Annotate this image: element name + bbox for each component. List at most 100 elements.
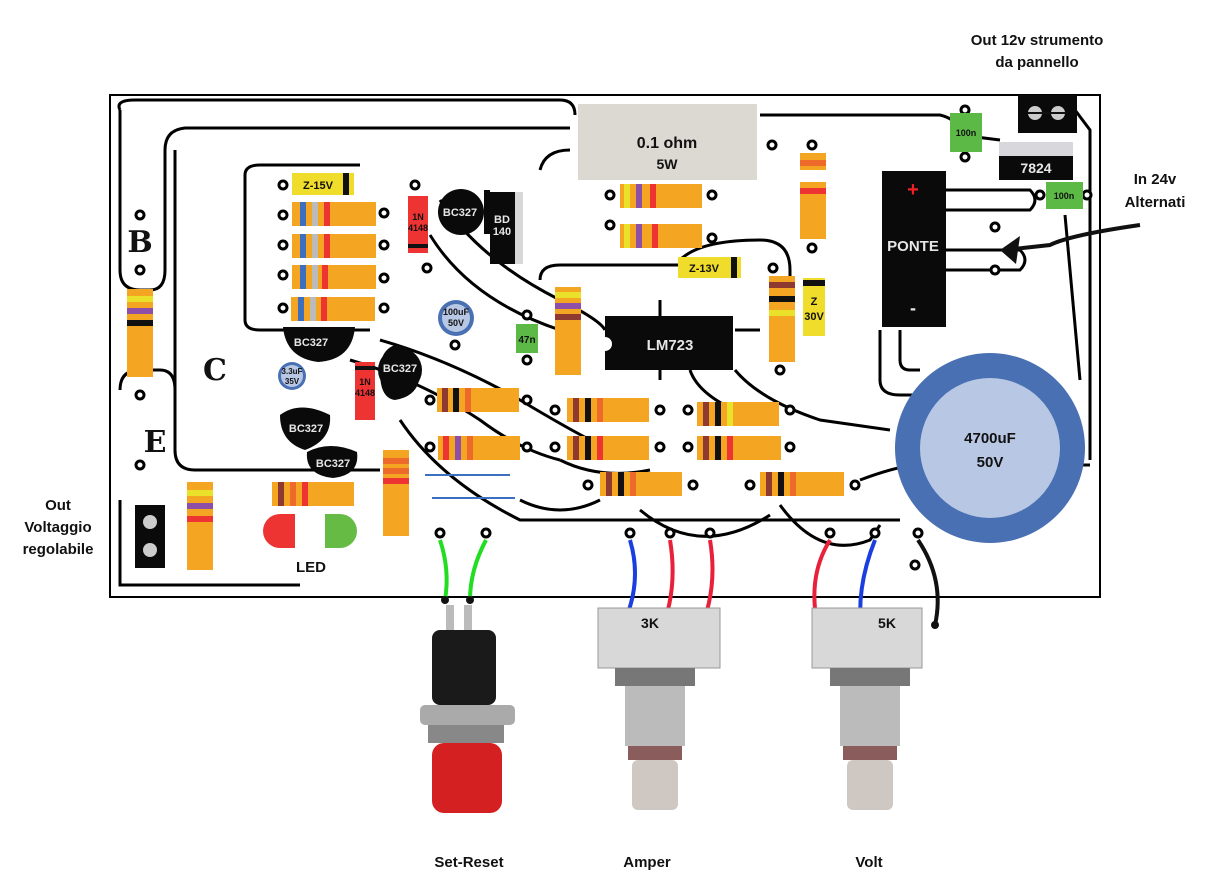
bd140-label: BD bbox=[494, 214, 510, 226]
cap-100uf: 100uF 50V bbox=[438, 300, 474, 336]
out-voltage-label-2: Voltaggio bbox=[24, 519, 91, 536]
arrow-head-icon bbox=[1000, 236, 1020, 264]
resistor bbox=[620, 224, 702, 248]
cap-3-3uf-label: 3.3uF bbox=[282, 367, 303, 376]
led-green bbox=[325, 514, 357, 548]
zener-30v-value: 30V bbox=[804, 311, 824, 323]
out-12v-label: Out 12v strumento bbox=[971, 32, 1104, 49]
transistor-bc327: BC327 bbox=[283, 327, 355, 362]
transistor-bc327: BC327 bbox=[378, 345, 422, 400]
cap-4700uf-rating: 50V bbox=[977, 454, 1004, 471]
led-label: LED bbox=[296, 559, 326, 576]
resistor bbox=[769, 276, 795, 362]
resistor bbox=[292, 265, 376, 289]
regulator-7824: 7824 bbox=[999, 142, 1073, 180]
resistor bbox=[697, 436, 781, 460]
zener-15v-label: Z-15V bbox=[303, 180, 334, 192]
out-voltage-label: Out bbox=[45, 497, 71, 514]
resistor bbox=[620, 184, 702, 208]
in-24v-sublabel: Alternati bbox=[1125, 194, 1186, 211]
bridge-minus: - bbox=[910, 298, 916, 318]
resistor bbox=[187, 482, 213, 570]
zener-15v: Z-15V bbox=[292, 173, 354, 195]
volt-label: Volt bbox=[855, 854, 882, 871]
resistor bbox=[438, 436, 520, 460]
cap-3-3uf-rating: 35V bbox=[285, 377, 300, 386]
led-red bbox=[263, 514, 295, 548]
resistor bbox=[567, 398, 649, 422]
cap-100n-right: 100n bbox=[1046, 182, 1083, 209]
transistor-bc327: BC327 bbox=[438, 189, 490, 235]
label-e: E bbox=[144, 425, 167, 460]
diode-label: 1N bbox=[412, 212, 424, 222]
terminal-block-top bbox=[1018, 95, 1077, 133]
resistor bbox=[567, 436, 649, 460]
resistor bbox=[127, 289, 153, 377]
bc327-label: BC327 bbox=[289, 423, 323, 435]
resistor bbox=[437, 388, 519, 412]
zener-13v-label: Z-13V bbox=[689, 263, 720, 275]
amper-label: Amper bbox=[623, 854, 671, 871]
resistor bbox=[383, 450, 409, 536]
diode-value: 4148 bbox=[355, 388, 375, 398]
cap-100n-label: 100n bbox=[1054, 191, 1075, 201]
resistor bbox=[760, 472, 844, 496]
shunt-rating: 5W bbox=[657, 156, 679, 172]
bridge-label: PONTE bbox=[887, 238, 939, 255]
resistor bbox=[291, 297, 375, 321]
regulator-label: 7824 bbox=[1020, 160, 1051, 176]
shunt-label: 0.1 ohm bbox=[637, 135, 697, 152]
zener-13v: Z-13V bbox=[678, 257, 741, 278]
bc327-label: BC327 bbox=[443, 207, 477, 219]
zener-30v-label: Z bbox=[811, 296, 818, 308]
out-voltage-label-3: regolabile bbox=[23, 541, 94, 558]
cap-100n-top: 100n bbox=[950, 113, 982, 152]
pot-amper: 3K bbox=[597, 607, 721, 810]
set-reset-label: Set-Reset bbox=[434, 854, 503, 871]
resistors bbox=[127, 153, 844, 570]
pot-volt: 5K bbox=[811, 607, 923, 810]
terminal-block-output bbox=[135, 505, 165, 568]
solder-pads bbox=[134, 104, 1093, 571]
pot-amper-value: 3K bbox=[641, 615, 659, 631]
resistor bbox=[600, 472, 682, 496]
resistor bbox=[697, 402, 779, 426]
ic-label: LM723 bbox=[647, 337, 694, 354]
diode-label: 1N bbox=[359, 377, 371, 387]
set-reset-button bbox=[420, 605, 515, 813]
bridge-plus: + bbox=[907, 179, 919, 201]
bd140-value: 140 bbox=[493, 226, 511, 238]
resistor bbox=[555, 287, 581, 375]
transistor-bd140: BD 140 bbox=[490, 192, 523, 264]
zener-30v: Z 30V bbox=[803, 278, 825, 336]
transistor-bc327: BC327 bbox=[306, 446, 358, 478]
input-arrow bbox=[1004, 223, 1141, 252]
in-24v-label: In 24v bbox=[1134, 171, 1177, 188]
diode-1n4148-bottom: 1N 4148 bbox=[355, 362, 375, 420]
shunt-resistor: 0.1 ohm 5W bbox=[578, 104, 757, 180]
resistor bbox=[800, 153, 826, 239]
resistor bbox=[292, 202, 376, 226]
cap-47n: 47n bbox=[516, 324, 538, 353]
cap-100n-label: 100n bbox=[956, 128, 977, 138]
out-12v-sublabel: da pannello bbox=[995, 54, 1078, 71]
cap-4700uf-label: 4700uF bbox=[964, 430, 1016, 447]
resistor bbox=[272, 482, 354, 506]
resistor bbox=[292, 234, 376, 258]
cap-100uf-rating: 50V bbox=[448, 318, 464, 328]
cap-100uf-label: 100uF bbox=[443, 307, 470, 317]
transistor-bc327: BC327 bbox=[280, 407, 331, 450]
label-c: C bbox=[203, 353, 227, 388]
ic-lm723: LM723 bbox=[605, 316, 733, 370]
cap-3-3uf: 3.3uF 35V bbox=[278, 362, 306, 390]
cap-4700uf: 4700uF 50V bbox=[895, 353, 1085, 543]
bc327-label: BC327 bbox=[294, 337, 328, 349]
bc327-label: BC327 bbox=[383, 363, 417, 375]
cap-47n-label: 47n bbox=[518, 335, 535, 346]
pot-volt-value: 5K bbox=[878, 615, 896, 631]
bridge-rectifier: + PONTE - bbox=[882, 171, 946, 327]
label-b: B bbox=[127, 225, 152, 260]
diode-1n4148-top: 1N 4148 bbox=[408, 196, 428, 253]
bc327-label: BC327 bbox=[316, 458, 350, 470]
